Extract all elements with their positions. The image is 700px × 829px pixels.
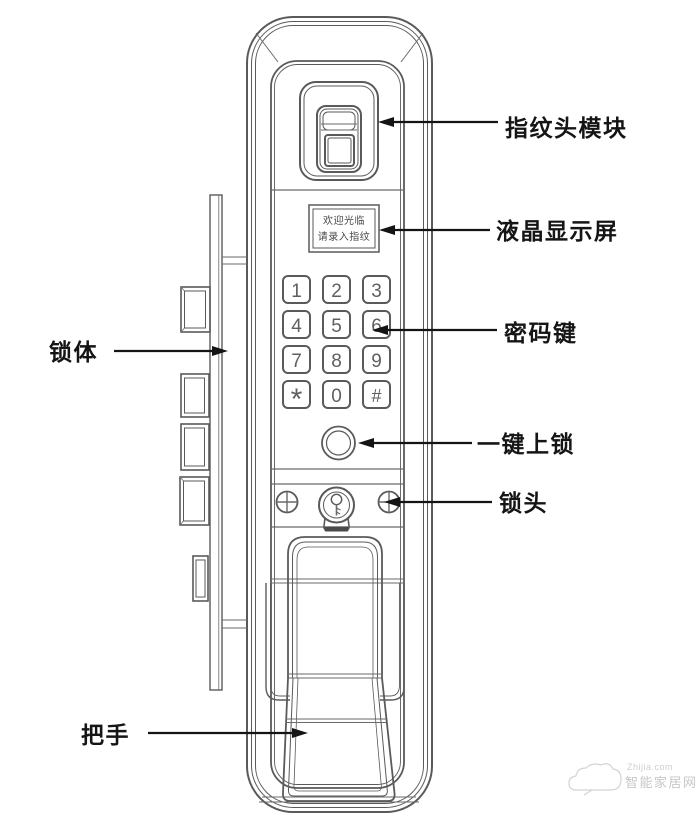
bolt-2 <box>180 373 210 418</box>
handle <box>265 536 405 802</box>
leader-arrow-handle <box>148 728 308 738</box>
leader-arrow-fingerprint-module <box>378 117 498 127</box>
lcd-display: 欢迎光临 请录入指纹 <box>308 204 380 253</box>
label-one-key-lock: 一键上锁 <box>477 431 575 457</box>
key-1: 1 <box>282 275 311 304</box>
key-6: 6 <box>362 310 391 339</box>
keyhole-cylinder <box>318 486 355 532</box>
bolt-3 <box>180 423 210 471</box>
cylinder-base-bar <box>324 526 349 532</box>
lock-cylinder-band <box>275 486 401 532</box>
keypad: 1 2 3 4 5 6 7 8 9 * 0 # <box>282 275 391 416</box>
key-2: 2 <box>322 275 351 304</box>
fingerprint-module <box>299 81 379 181</box>
svg-text:9: 9 <box>371 351 382 372</box>
one-key-lock-button <box>321 425 356 461</box>
fingerprint-window <box>324 134 355 167</box>
svg-text:3: 3 <box>371 281 382 302</box>
lcd-line1: 欢迎光临 <box>323 214 365 227</box>
bolt-4 <box>179 476 210 526</box>
key-star: * <box>282 380 311 416</box>
svg-text:4: 4 <box>291 316 302 337</box>
lcd-line2: 请录入指纹 <box>318 230 371 243</box>
watermark-cloud-icon <box>568 763 622 791</box>
key-4: 4 <box>282 310 311 339</box>
label-password-keys: 密码键 <box>504 320 578 346</box>
leader-arrow-password-keys <box>372 325 497 335</box>
svg-text:5: 5 <box>331 316 342 337</box>
watermark: Zhijia.com 智能家居网 <box>568 762 698 796</box>
svg-text:7: 7 <box>291 351 302 372</box>
leader-arrow-one-key-lock <box>358 438 472 448</box>
svg-text:8: 8 <box>331 351 342 372</box>
svg-text:0: 0 <box>331 386 342 407</box>
label-lock-cylinder: 锁头 <box>499 490 548 516</box>
label-lcd-display: 液晶显示屏 <box>496 218 619 244</box>
leader-arrow-lock-cylinder <box>384 497 492 507</box>
screw-left <box>275 490 299 514</box>
label-lock-body: 锁体 <box>49 339 98 365</box>
leader-arrow-lcd-display <box>379 225 490 235</box>
lock-body-side-view <box>179 194 247 691</box>
bolt-5 <box>192 555 209 602</box>
key-8: 8 <box>322 345 351 374</box>
key-5: 5 <box>322 310 351 339</box>
leader-arrow-lock-body <box>114 346 228 356</box>
svg-text:#: # <box>371 386 381 406</box>
svg-text:*: * <box>291 383 303 416</box>
key-9: 9 <box>362 345 391 374</box>
key-7: 7 <box>282 345 311 374</box>
label-fingerprint-module: 指纹头模块 <box>505 115 628 141</box>
bolt-1 <box>180 286 211 333</box>
key-hash: # <box>362 380 391 409</box>
svg-text:1: 1 <box>291 281 302 302</box>
label-handle: 把手 <box>81 722 130 748</box>
svg-text:2: 2 <box>331 281 342 302</box>
watermark-line1: Zhijia.com <box>627 762 673 772</box>
lock-front-body <box>246 16 433 813</box>
svg-text:6: 6 <box>371 316 382 337</box>
watermark-line2: 智能家居网 <box>625 775 698 790</box>
key-0: 0 <box>322 380 351 409</box>
key-3: 3 <box>362 275 391 304</box>
